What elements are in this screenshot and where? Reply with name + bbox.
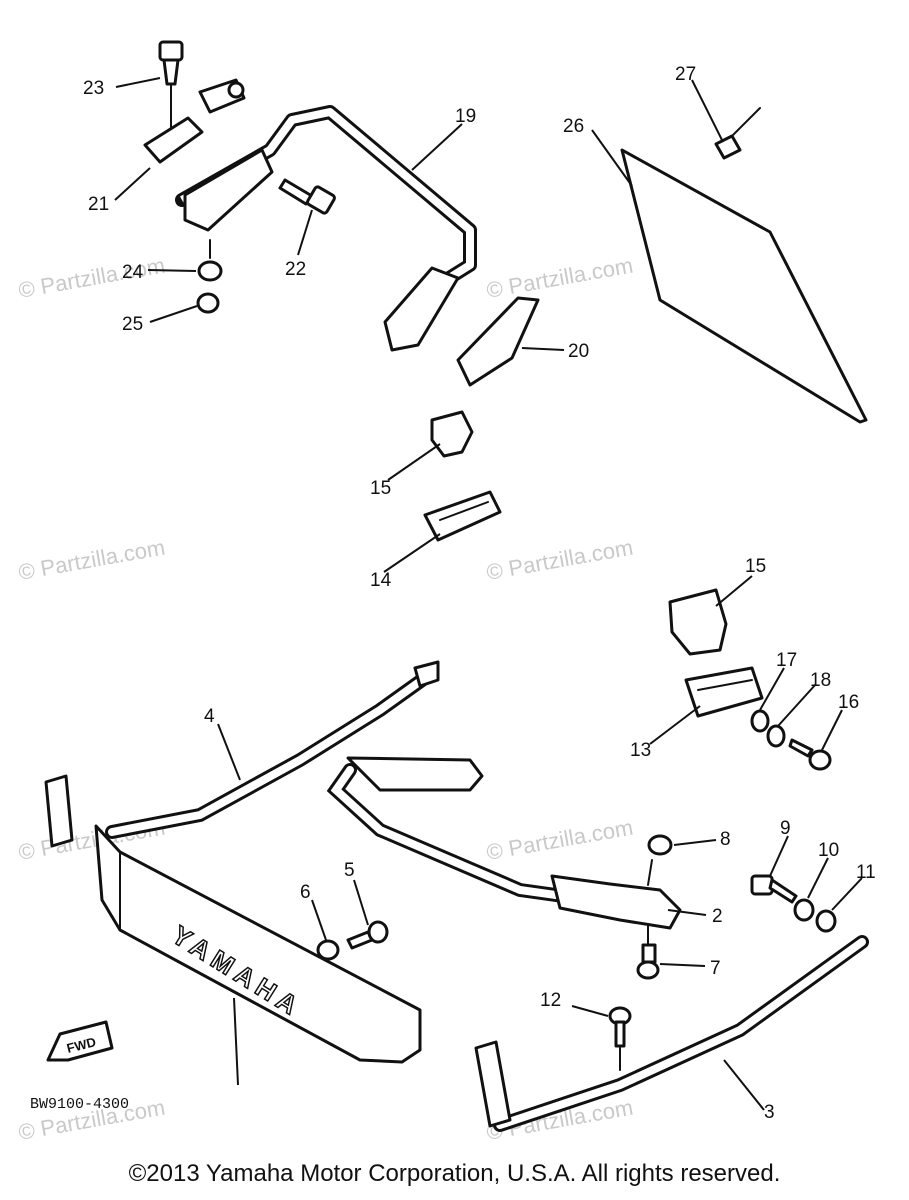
callout-16: 16 <box>838 692 859 713</box>
callout-26: 26 <box>563 116 584 137</box>
callout-10: 10 <box>818 840 839 861</box>
callout-18: 18 <box>810 670 831 691</box>
callout-23: 23 <box>83 78 104 99</box>
callout-12: 12 <box>540 990 561 1011</box>
callout-13: 13 <box>630 740 651 761</box>
callout-17: 17 <box>776 650 797 671</box>
part-5-6-hardware <box>316 920 389 961</box>
callout-2: 2 <box>712 906 723 927</box>
watermark: © Partzilla.com <box>485 535 635 585</box>
fwd-label: FWD <box>65 1034 97 1056</box>
part-21-clamp <box>143 78 246 164</box>
part-13-lamp <box>684 666 764 718</box>
callout-11: 11 <box>856 862 876 883</box>
callout-22: 22 <box>285 259 306 280</box>
part-4-stay <box>44 660 440 848</box>
callout-6: 6 <box>300 882 311 903</box>
callout-20: 20 <box>568 341 589 362</box>
copyright-notice: ©2013 Yamaha Motor Corporation, U.S.A. A… <box>128 1160 781 1187</box>
part-22-bolt <box>278 178 336 215</box>
callout-4: 4 <box>204 706 215 727</box>
part-27-screw <box>714 107 761 160</box>
bumper: YAMAHA <box>94 824 422 1064</box>
watermark: © Partzilla.com <box>485 253 635 303</box>
part-24-25-nuts <box>196 239 223 314</box>
part-19-handle <box>175 105 477 352</box>
part-16-18-hardware <box>750 709 832 771</box>
part-15-clip-lower <box>668 588 728 656</box>
watermark: © Partzilla.com <box>17 253 167 303</box>
watermark: © Partzilla.com <box>17 535 167 585</box>
part-12-bolt <box>608 1006 632 1071</box>
part-3-stay <box>474 935 869 1132</box>
callout-7: 7 <box>710 958 721 979</box>
callout-25: 25 <box>122 314 143 335</box>
watermark: © Partzilla.com <box>485 815 635 865</box>
fwd-arrow: FWD <box>46 1020 114 1062</box>
callout-15-upper: 15 <box>370 478 391 499</box>
callout-3: 3 <box>764 1102 775 1123</box>
part-15-clip-upper <box>430 410 474 458</box>
callout-27: 27 <box>675 64 696 85</box>
part-9-11-hardware <box>750 874 837 933</box>
callout-9: 9 <box>780 818 791 839</box>
callout-8: 8 <box>720 829 731 850</box>
drawing-code: BW9100-4300 <box>30 1096 129 1113</box>
callout-14: 14 <box>370 570 392 591</box>
callout-24: 24 <box>122 262 144 283</box>
callout-19: 19 <box>455 106 476 127</box>
leader-lines <box>114 77 863 1111</box>
part-2-stay <box>326 756 682 930</box>
part-7-8-hardware <box>636 834 673 980</box>
callout-5: 5 <box>344 860 355 881</box>
part-26-plate <box>620 148 868 424</box>
callout-21: 21 <box>88 194 109 215</box>
callout-15-lower: 15 <box>745 556 766 577</box>
part-20-grip <box>456 296 540 387</box>
part-14-lamp <box>423 490 502 542</box>
callouts: 23 21 24 25 22 19 20 27 26 15 14 15 13 1… <box>83 64 876 1123</box>
